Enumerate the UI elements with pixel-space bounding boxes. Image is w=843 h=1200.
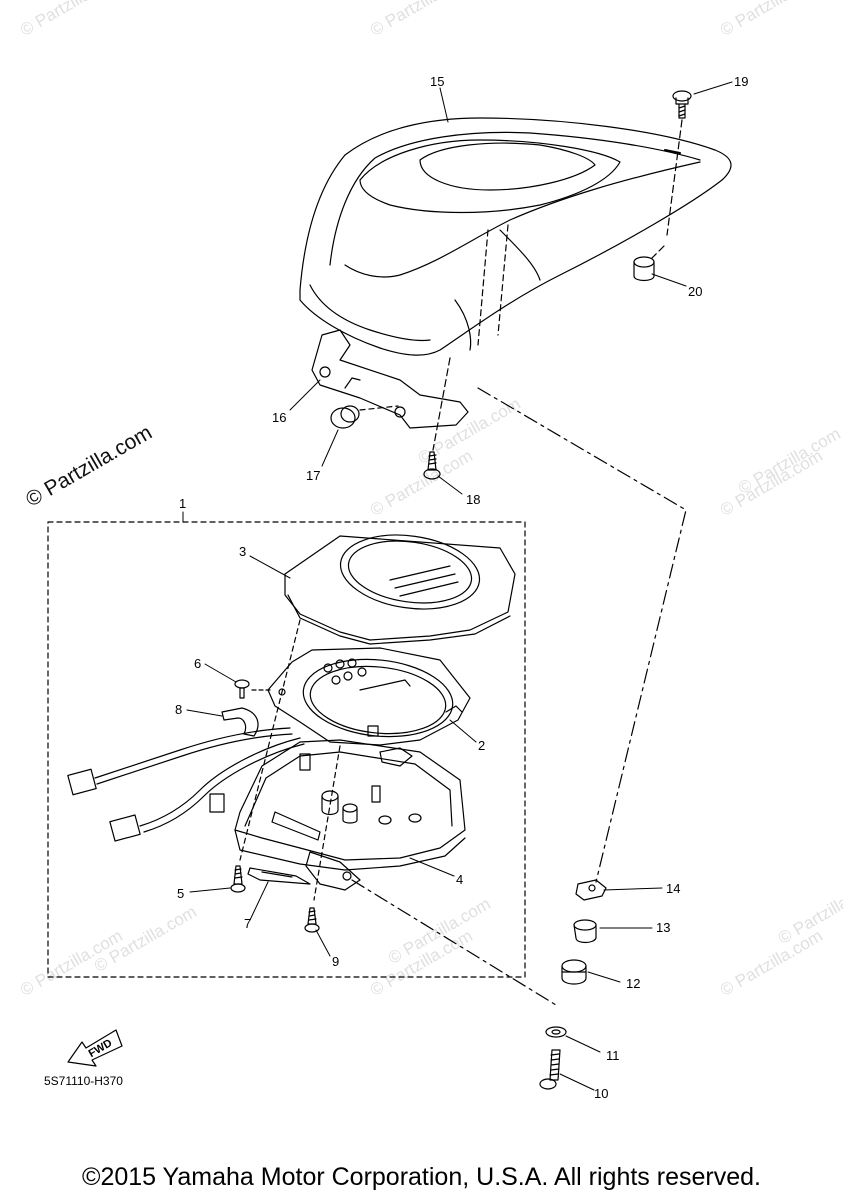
washer-part-11: [545, 1026, 567, 1038]
callout-14: 14: [666, 881, 680, 896]
callout-4: 4: [456, 872, 463, 887]
callout-9: 9: [332, 954, 339, 969]
callout-1: 1: [179, 496, 186, 511]
leader-lines: [182, 81, 733, 1091]
diagram-code: 5S71110-H370: [44, 1074, 123, 1088]
callout-18: 18: [466, 492, 480, 507]
callout-3: 3: [239, 544, 246, 559]
copyright-notice: ©2015 Yamaha Motor Corporation, U.S.A. A…: [82, 1163, 761, 1191]
callout-19: 19: [734, 74, 748, 89]
callout-8: 8: [175, 702, 182, 717]
collar-part-13: [573, 919, 597, 944]
meter-case-part-4: [234, 739, 466, 891]
meter-cover-part-15: [299, 117, 732, 356]
callout-labels: 1 2 3 4 5 6 7 8 9 10 11 12 13 14 15 16 1…: [175, 74, 748, 1101]
callout-7: 7: [244, 916, 251, 931]
nut-part-14: [575, 879, 607, 901]
screw-part-18: [423, 357, 451, 480]
callout-5: 5: [177, 886, 184, 901]
screw-part-6: [234, 679, 271, 699]
screw-part-5: [230, 865, 246, 893]
meter-faceplate-part-2: [267, 647, 471, 746]
screw-part-9: [304, 907, 320, 933]
screw-part-19: [666, 90, 692, 236]
callout-12: 12: [626, 976, 640, 991]
meter-assembly-box: [47, 521, 526, 978]
guide-line-screw-9: [313, 745, 341, 901]
assembly-line-case-to-bolt: [351, 879, 557, 1006]
callout-13: 13: [656, 920, 670, 935]
callout-20: 20: [688, 284, 702, 299]
collar-part-20: [633, 245, 665, 282]
meter-case-part-3: [284, 534, 516, 645]
callout-6: 6: [194, 656, 201, 671]
grommet-part-12: [561, 959, 587, 985]
bolt-part-10: [539, 1049, 561, 1090]
callout-15: 15: [430, 74, 444, 89]
clamp-part-8: [221, 707, 259, 737]
gasket-part-7: [247, 867, 311, 885]
wire-harness: [67, 727, 305, 842]
guide-line-screw-5: [239, 619, 301, 861]
callout-17: 17: [306, 468, 320, 483]
callout-10: 10: [594, 1086, 608, 1101]
grommet-part-17: [330, 405, 399, 429]
callout-2: 2: [478, 738, 485, 753]
callout-16: 16: [272, 410, 286, 425]
forward-arrow-icon: [67, 1029, 123, 1067]
callout-11: 11: [606, 1048, 620, 1063]
bracket-part-16: [311, 329, 469, 429]
assembly-line-cover-to-nut: [477, 387, 687, 883]
